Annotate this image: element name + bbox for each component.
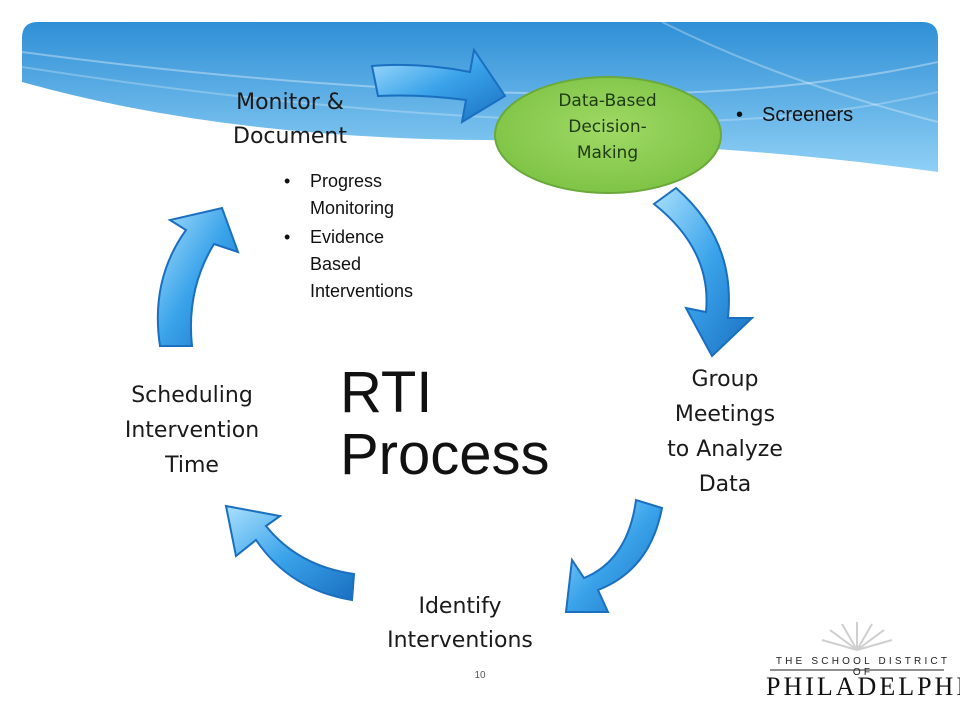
arrow-group-to-identify (564, 498, 664, 613)
stage-group-line2: Meetings (674, 402, 776, 427)
stage-group-meetings: Group Meetings to Analyze Data (640, 362, 810, 502)
stage-scheduling-time: Scheduling Intervention Time (96, 378, 288, 483)
bullet-evidence-based: Evidence Based Interventions (282, 224, 462, 305)
bullet-progress-monitoring: Progress Monitoring (282, 168, 462, 222)
stage-group-line3: to Analyze (667, 437, 783, 462)
screener-bullet-list: Screeners (734, 102, 914, 128)
school-district-logo (770, 622, 944, 671)
stage-sched-line3: Time (165, 453, 219, 478)
bullet-line: Interventions (310, 281, 414, 301)
stage-sched-line1: Scheduling (131, 383, 253, 408)
decision-oval (494, 76, 722, 194)
rti-process-title: RTI Process (340, 362, 600, 486)
stage-decision-line2: Decision- (568, 117, 647, 137)
stage-sched-line2: Intervention (124, 418, 260, 443)
bullet-line: Progress (310, 171, 383, 191)
stage-group-line4: Data (698, 472, 752, 497)
stage-identify-interventions: Identify Interventions (360, 590, 560, 658)
stage-decision-line3: Making (576, 143, 639, 163)
logo-line2: PHILADELPHIA (766, 672, 960, 701)
stage-decision-making: Data-Based Decision- Making (520, 88, 695, 166)
arrow-identify-to-scheduling (224, 504, 356, 602)
arrow-monitor-to-decision (370, 47, 507, 125)
stage-decision-line1: Data-Based (558, 91, 657, 111)
stage-monitor-line1: Monitor & (236, 90, 344, 115)
logo-line1: THE SCHOOL DISTRICT OF (775, 656, 951, 678)
arrow-decision-to-group (652, 186, 755, 358)
bullet-line: Based (310, 254, 362, 274)
stage-group-line1: Group (691, 367, 759, 392)
stage-identify-line2: Interventions (387, 628, 533, 653)
monitor-bullet-list: Progress Monitoring Evidence Based Inter… (282, 168, 462, 307)
page-number: 10 (474, 670, 486, 681)
bullet-screeners: Screeners (734, 102, 914, 128)
title-line1: RTI (340, 360, 433, 425)
title-line2: Process (340, 422, 550, 487)
stage-monitor-document: Monitor & Document (200, 86, 380, 154)
stage-identify-line1: Identify (418, 594, 502, 619)
stage-monitor-line2: Document (233, 124, 347, 149)
bullet-line: Evidence (310, 227, 385, 247)
arrow-scheduling-to-monitor (156, 206, 240, 347)
bullet-line: Monitoring (310, 198, 395, 218)
